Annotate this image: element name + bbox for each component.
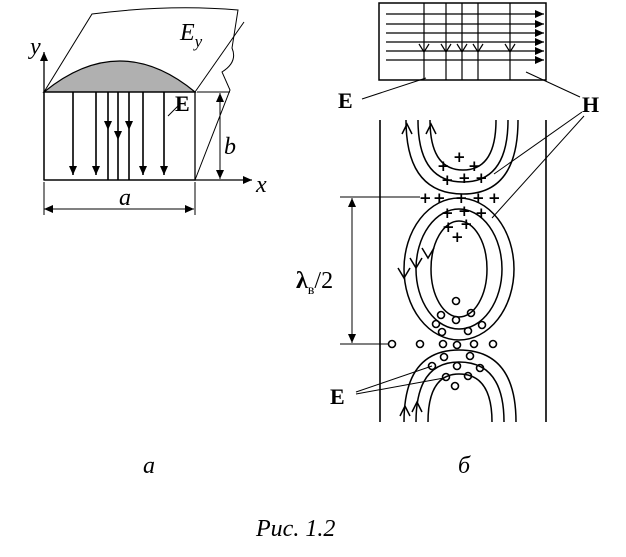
field-ey-label: Ey	[179, 20, 203, 51]
h-field-loops	[397, 119, 519, 423]
waveguide-outline	[43, 7, 239, 181]
panel-a: y x Ey E a b а	[28, 7, 267, 479]
svg-text:+: +	[460, 215, 473, 233]
svg-text:+: +	[472, 189, 485, 207]
h-field-lines-top	[386, 10, 544, 64]
svg-text:+: +	[468, 157, 481, 175]
svg-text:+: +	[441, 204, 454, 222]
dimension-b-label: b	[224, 134, 236, 160]
axis-x-label: x	[255, 172, 267, 198]
panel-a-caption: а	[143, 453, 155, 479]
lambda-label: λв/2	[296, 268, 333, 298]
axis-y-label: y	[28, 34, 41, 60]
e-bottom-label: E	[330, 384, 345, 409]
svg-text:+: +	[488, 189, 501, 207]
svg-text:+: +	[458, 169, 471, 187]
svg-text:+: +	[437, 157, 450, 175]
svg-text:+: +	[455, 189, 468, 207]
svg-text:+: +	[475, 204, 488, 222]
h-loop-leader-2	[491, 115, 585, 219]
h-loop-leader-1	[493, 111, 583, 175]
e-vector-label: E	[175, 91, 190, 116]
figure-caption: Рис. 1.2	[255, 516, 335, 542]
waveguide-cross-section	[43, 91, 196, 181]
positive-charges: + + + + + + + + + + + + + + + + +	[419, 148, 501, 246]
svg-text:+: +	[451, 228, 464, 246]
svg-text:+: +	[419, 189, 432, 207]
e-field-lines	[69, 92, 168, 180]
svg-text:+: +	[441, 171, 454, 189]
waveguide-edge-right	[194, 21, 245, 93]
field-distribution-shape	[42, 60, 197, 93]
e-top-label: E	[338, 88, 353, 113]
negative-charges	[387, 296, 498, 391]
panel-b-caption: б	[458, 453, 471, 479]
svg-text:+: +	[453, 148, 466, 166]
e-top-leader	[361, 77, 427, 100]
h-label: H	[582, 92, 599, 117]
e-label-leader	[167, 103, 181, 117]
dimension-a-label: a	[119, 185, 131, 211]
svg-text:+: +	[442, 218, 455, 236]
h-top-leader	[525, 71, 581, 98]
e-bottom-leader-1	[355, 365, 433, 393]
e-field-lines-top	[418, 3, 516, 80]
svg-text:+: +	[458, 202, 471, 220]
svg-text:+: +	[433, 189, 446, 207]
panel-b: + + + + + + + + + + + + + + + + +	[296, 2, 599, 479]
e-bottom-leader-2	[355, 377, 445, 395]
svg-text:+: +	[475, 169, 488, 187]
